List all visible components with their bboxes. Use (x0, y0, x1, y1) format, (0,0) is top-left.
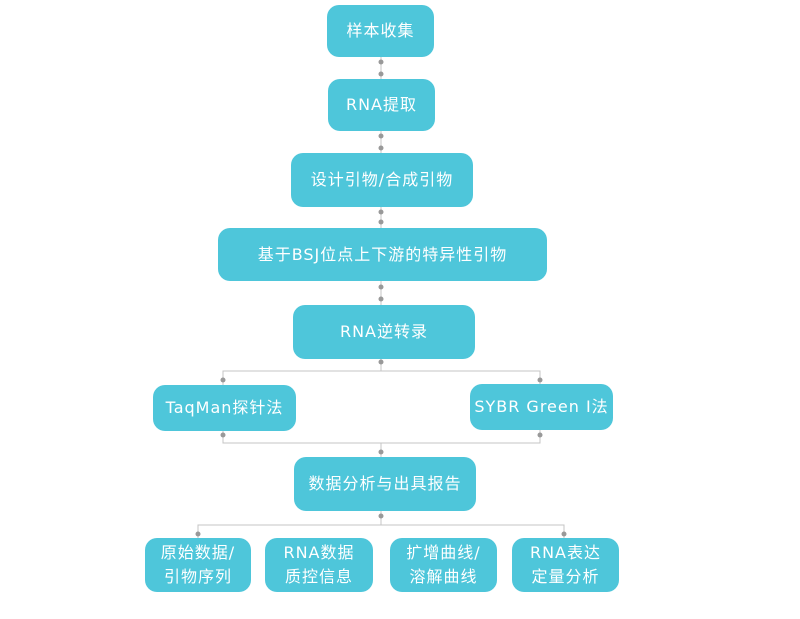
node-label: 设计引物/合成引物 (310, 170, 454, 189)
node-label: 样本收集 (346, 21, 415, 40)
node-bsj-primers: 基于BSJ位点上下游的特异性引物 (218, 228, 547, 281)
node-label: TaqMan探针法 (165, 398, 284, 417)
node-raw-data: 原始数据/引物序列 (145, 538, 251, 592)
node-label: 引物序列 (163, 567, 232, 586)
node-label: 基于BSJ位点上下游的特异性引物 (257, 244, 508, 264)
node-taqman: TaqMan探针法 (153, 385, 296, 431)
node-curves: 扩增曲线/溶解曲线 (390, 538, 497, 592)
node-label: 原始数据/ (160, 543, 236, 562)
node-label: 质控信息 (284, 567, 353, 586)
node-label: RNA提取 (345, 95, 418, 114)
node-primer-design: 设计引物/合成引物 (291, 153, 473, 207)
node-label: RNA逆转录 (339, 322, 429, 341)
node-sample-collection: 样本收集 (327, 5, 434, 57)
node-label: SYBR Green Ⅰ法 (474, 397, 609, 416)
node-label: 溶解曲线 (409, 567, 478, 586)
node-data-analysis: 数据分析与出具报告 (294, 457, 476, 511)
node-label: RNA数据 (283, 543, 355, 562)
node-label: 定量分析 (531, 567, 600, 586)
node-reverse-transcription: RNA逆转录 (293, 305, 475, 359)
node-expression-quant: RNA表达定量分析 (512, 538, 619, 592)
node-label: 数据分析与出具报告 (308, 474, 462, 493)
node-label: 扩增曲线/ (406, 543, 481, 562)
node-label: RNA表达 (529, 543, 602, 562)
node-rna-qc: RNA数据质控信息 (265, 538, 373, 592)
node-sybr-green: SYBR Green Ⅰ法 (470, 384, 613, 430)
node-rna-extraction: RNA提取 (328, 79, 435, 131)
